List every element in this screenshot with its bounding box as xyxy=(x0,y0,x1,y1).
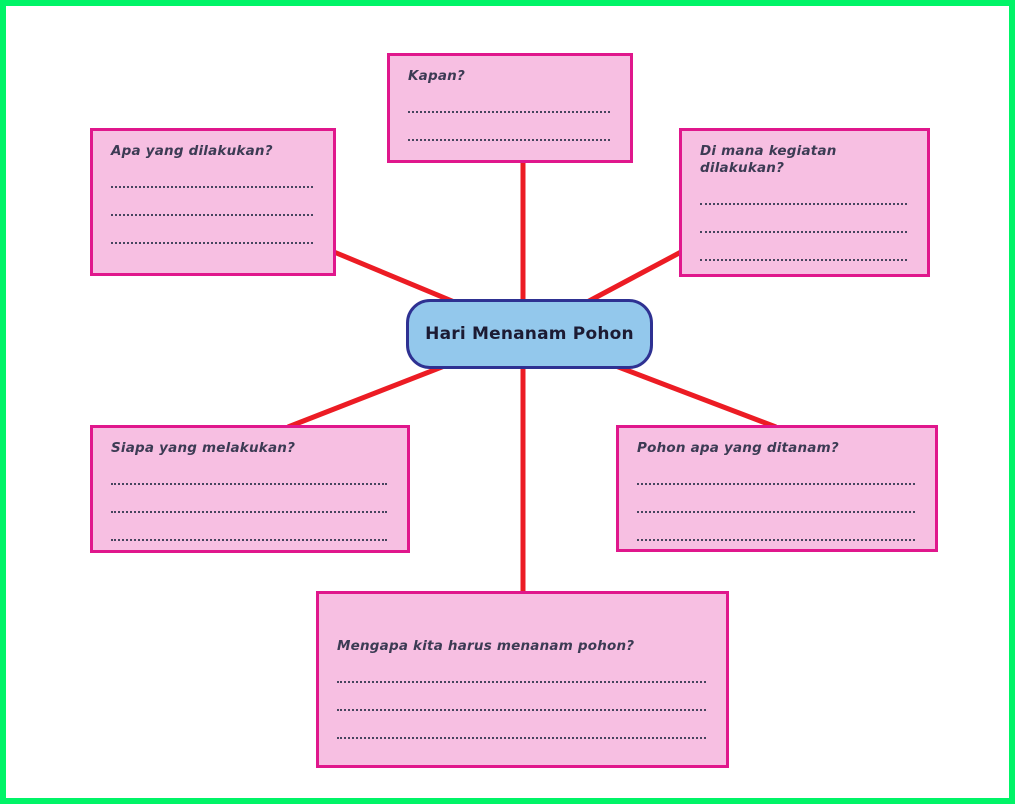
answer-lines xyxy=(111,186,313,244)
node-title: Apa yang dilakukan? xyxy=(111,143,273,159)
node-title: Mengapa kita harus menanam pohon? xyxy=(337,638,635,654)
answer-line[interactable] xyxy=(637,539,915,541)
answer-line[interactable] xyxy=(111,214,313,216)
answer-lines xyxy=(637,483,915,541)
node-title: Di mana kegiatan dilakukan? xyxy=(700,143,837,176)
node-siapa-yang-melakukan: Siapa yang melakukan? xyxy=(90,425,410,553)
answer-line[interactable] xyxy=(408,139,610,141)
answer-line[interactable] xyxy=(408,111,610,113)
answer-lines xyxy=(111,483,387,541)
node-kapan: Kapan? xyxy=(387,53,633,163)
node-title: Kapan? xyxy=(408,68,465,84)
answer-line[interactable] xyxy=(111,539,387,541)
center-topic-node: Hari Menanam Pohon xyxy=(406,299,653,369)
node-apa-yang-dilakukan: Apa yang dilakukan? xyxy=(90,128,336,276)
node-mengapa-menanam: Mengapa kita harus menanam pohon? xyxy=(316,591,729,768)
answer-lines xyxy=(337,681,706,739)
answer-line[interactable] xyxy=(700,203,907,205)
answer-line[interactable] xyxy=(111,483,387,485)
node-title: Pohon apa yang ditanam? xyxy=(637,440,839,456)
center-topic-label: Hari Menanam Pohon xyxy=(425,324,634,344)
answer-line[interactable] xyxy=(111,242,313,244)
answer-line[interactable] xyxy=(637,511,915,513)
node-pohon-apa-ditanam: Pohon apa yang ditanam? xyxy=(616,425,938,552)
answer-line[interactable] xyxy=(637,483,915,485)
answer-lines xyxy=(700,203,907,261)
node-di-mana-kegiatan: Di mana kegiatan dilakukan? xyxy=(679,128,930,277)
answer-line[interactable] xyxy=(700,259,907,261)
answer-line[interactable] xyxy=(111,511,387,513)
answer-line[interactable] xyxy=(111,186,313,188)
answer-line[interactable] xyxy=(337,709,706,711)
answer-line[interactable] xyxy=(337,737,706,739)
answer-line[interactable] xyxy=(337,681,706,683)
answer-line[interactable] xyxy=(700,231,907,233)
node-title: Siapa yang melakukan? xyxy=(111,440,296,456)
answer-lines xyxy=(408,111,610,141)
